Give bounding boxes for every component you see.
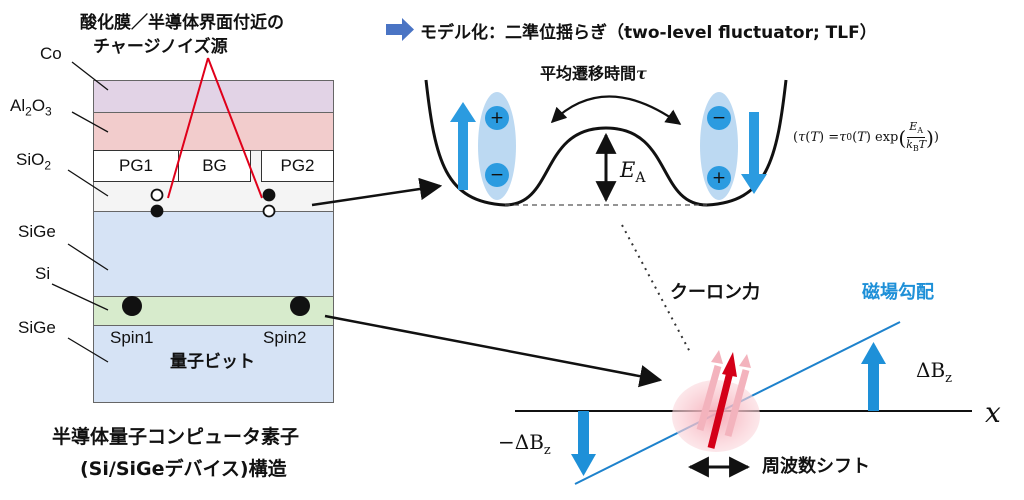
device-caption-line1: 半導体量子コンピュータ素子 (52, 426, 300, 448)
right-dipole-plus: + (712, 168, 726, 188)
qubit-spin (672, 350, 760, 452)
label-sige-bottom: SiGe (18, 318, 56, 337)
spin-ghost-left (696, 365, 722, 431)
left-dipole-plus: + (490, 108, 504, 128)
gate-pg1: PG1 (93, 150, 179, 182)
trap-empty-1 (150, 188, 164, 202)
left-up-arrow-icon (450, 102, 476, 190)
delta-bz-positive-arrow (861, 342, 886, 411)
noise-source-line2: チャージノイズ源 (93, 37, 228, 57)
gate-bg: BG (178, 150, 251, 182)
charge-traps (150, 188, 276, 218)
coulomb-dotted-line (621, 224, 691, 353)
trap-filled-1 (150, 204, 164, 218)
field-gradient-label: 磁場勾配 (862, 282, 934, 303)
delta-bz-negative-label: −ΔBz (498, 430, 551, 458)
device-caption-line2: (Si/SiGeデバイス)構造 (80, 458, 287, 480)
transition-time-label: 平均遷移時間τ (540, 64, 647, 83)
qubit-label: 量子ビット (170, 352, 255, 372)
right-down-arrow-icon (741, 112, 767, 194)
spin-main-arrow (707, 371, 734, 449)
trap-empty-2 (262, 204, 276, 218)
spin2-dot (290, 296, 310, 316)
frequency-shift-label: 周波数シフト (762, 456, 870, 477)
spin1-dot (122, 296, 142, 316)
co-layer (93, 80, 334, 113)
barrier-energy-label: EA (620, 158, 646, 187)
x-axis-label: x (985, 396, 1001, 429)
right-dipole: − + (700, 92, 767, 200)
model-title: モデル化：二準位揺らぎ（two-level fluctuator; TLF） (420, 23, 877, 43)
right-dipole-minus: − (712, 108, 726, 128)
arrow-to-qubit (324, 314, 663, 388)
left-dipole-minus: − (490, 165, 504, 185)
delta-bz-positive-label: ΔBz (916, 358, 952, 386)
left-dipole: + − (450, 92, 516, 200)
spin1-label: Spin1 (110, 328, 154, 347)
coulomb-label: クーロン力 (670, 282, 760, 303)
label-si: Si (35, 264, 51, 283)
spin2-label: Spin2 (263, 328, 307, 347)
transition-arrow (550, 95, 682, 125)
layer-leader-lines (51, 61, 109, 363)
label-co: Co (40, 44, 62, 63)
spin-ghost-right (724, 369, 750, 437)
al2o3-layer (93, 112, 334, 151)
gate-pg2: PG2 (261, 150, 334, 182)
sige-bottom-layer (93, 325, 334, 403)
noise-pointer-lines (167, 57, 263, 199)
double-well-potential (424, 79, 788, 207)
sige-top-layer (93, 211, 334, 297)
label-al2o3: Al2O3 (10, 96, 52, 119)
label-sige-top: SiGe (18, 222, 56, 241)
trap-filled-2 (262, 188, 276, 202)
delta-bz-negative-arrow (571, 411, 596, 476)
title-arrow-icon (386, 18, 414, 41)
label-sio2: SiO2 (16, 150, 52, 173)
arrow-to-tlf (311, 177, 443, 207)
noise-source-line1: 酸化膜／半導体界面付近の (80, 13, 284, 33)
